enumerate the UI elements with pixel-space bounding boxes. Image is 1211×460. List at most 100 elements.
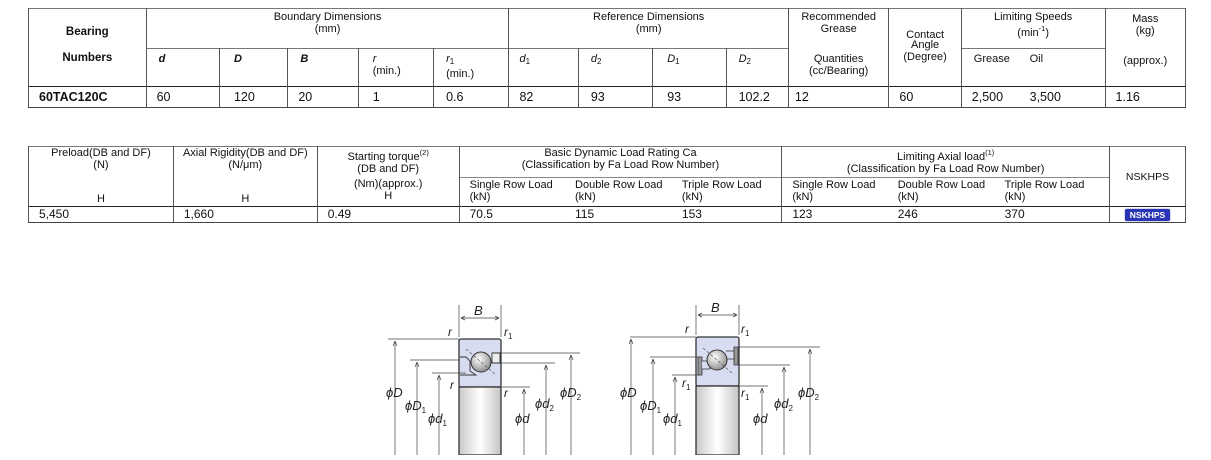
speeds-unit-post: ) xyxy=(1045,27,1050,39)
axial-single-unit: (kN) xyxy=(792,191,814,203)
dyn-single-unit: (kN) xyxy=(469,191,491,203)
contact-line1: Contact xyxy=(906,29,945,41)
axial-load-header: Limiting Axial load(1) (Classification b… xyxy=(781,146,1110,178)
ball xyxy=(706,349,728,371)
dyn-single-header: Single Row Load(kN) xyxy=(458,177,566,207)
mass-line2: (kg) xyxy=(1135,25,1155,37)
bearing-numbers-header: Bearing Numbers xyxy=(28,8,147,87)
label-r1-top: r1 xyxy=(504,325,513,341)
bearing-cross-section-right: B r r1 r1 r1 ϕD ϕD1 ϕd1 ϕd ϕd2 ϕD2 xyxy=(620,300,820,456)
cell-d: 60 xyxy=(145,86,220,108)
boundary-unit: (mm) xyxy=(314,23,341,35)
cell-preload: 5,450 xyxy=(28,206,174,223)
col-speed-oil-header: Oil xyxy=(1029,53,1044,65)
grease-line3: Quantities xyxy=(813,53,864,65)
contact-angle-header: Contact Angle (Degree) xyxy=(888,8,962,87)
cell-bearing-number: 60TAC120C xyxy=(28,86,147,108)
bearing-cross-section-left: B r r1 r r ϕD ϕD1 ϕd1 ϕd ϕd xyxy=(386,303,582,456)
bearing-bore xyxy=(458,386,502,456)
mass-header: Mass (kg) (approx.) xyxy=(1104,8,1187,87)
torque-class: H xyxy=(384,190,393,202)
cell-nskhps: NSKHPS xyxy=(1109,206,1186,223)
rigidity-class: H xyxy=(241,193,250,205)
cell-dyn-double: 115 xyxy=(565,206,672,223)
rigidity-title: Axial Rigidity(DB and DF) xyxy=(182,147,308,159)
cell-d1: 82 xyxy=(508,86,579,108)
boundary-title: Boundary Dimensions xyxy=(273,11,382,23)
label-r1-inner: r1 xyxy=(682,376,691,392)
col-D2-header: D2 xyxy=(725,48,789,87)
dim-arrows xyxy=(628,338,813,455)
axial-double-header: Double Row Load(kN) xyxy=(888,178,995,207)
contact-line3: (Degree) xyxy=(903,51,947,63)
label-phid2: ϕd2 xyxy=(535,396,554,413)
label-phiD2: ϕD2 xyxy=(560,385,582,402)
speeds-unit-pre: (min xyxy=(1017,27,1039,39)
contact-line2: Angle xyxy=(911,39,940,51)
reference-unit: (mm) xyxy=(635,23,662,35)
label-r1-top: r1 xyxy=(741,322,750,338)
bearing-performance-table: Preload(DB and DF) (N) H Axial Rigidity(… xyxy=(28,146,1186,223)
boundary-dimensions-header: Boundary Dimensions (mm) xyxy=(145,8,509,49)
cell-axial-rigidity: 1,660 xyxy=(172,206,318,223)
axial-double-label: Double Row Load xyxy=(897,179,986,191)
label-phid1: ϕd1 xyxy=(428,411,447,428)
mass-line1: Mass xyxy=(1132,13,1159,25)
label-phid: ϕd xyxy=(753,411,768,426)
cell-contact-angle: 60 xyxy=(888,86,962,108)
reference-title: Reference Dimensions xyxy=(593,11,705,23)
nskhps-header: NSKHPS xyxy=(1109,146,1186,207)
label-r-bore: r xyxy=(504,386,509,400)
cell-axial-double: 246 xyxy=(887,206,995,223)
col-r-label: r xyxy=(372,53,377,65)
inner-race xyxy=(460,356,478,376)
col-B-header: B xyxy=(287,48,359,87)
dyn-triple-header: Triple Row Load(kN) xyxy=(672,178,782,207)
bearing-header-line2: Numbers xyxy=(62,52,113,64)
cell-speed-oil: 3,500 xyxy=(1029,86,1106,108)
contact-line xyxy=(702,347,733,374)
axial-double-unit: (kN) xyxy=(897,191,919,203)
col-r1-header: r1 (min.) xyxy=(433,48,509,87)
label-phiD1: ϕD1 xyxy=(640,398,662,415)
axial-title: Limiting Axial load(1) xyxy=(782,147,1109,163)
bearing-diagram-single-seal: B r r1 r r ϕD ϕD1 ϕd1 ϕd ϕd xyxy=(380,295,600,456)
speeds-unit-sup: -1 xyxy=(1038,24,1046,33)
dynamic-load-header: Basic Dynamic Load Rating Ca (Classifica… xyxy=(458,146,782,178)
torque-line2: (DB and DF) xyxy=(357,163,420,175)
starting-torque-header: Starting torque(2) (DB and DF) (Nm)(appr… xyxy=(316,146,460,207)
col-r1-base: r xyxy=(446,53,450,65)
label-r-inner: r xyxy=(450,378,455,392)
axial-single-label: Single Row Load xyxy=(792,179,876,191)
preload-title: Preload(DB and DF) xyxy=(51,147,151,159)
seal-right xyxy=(733,346,739,366)
dynamic-sub: (Classification by Fa Load Row Number) xyxy=(521,159,720,171)
bearing-bore xyxy=(695,385,740,456)
axial-footnote: (1) xyxy=(985,148,995,157)
col-D2-sub: 2 xyxy=(746,57,751,66)
cell-axial-single: 123 xyxy=(781,206,888,223)
preload-class: H xyxy=(96,193,105,205)
contact-line xyxy=(465,348,497,376)
label-r-top: r xyxy=(685,322,690,336)
cell-axial-triple: 370 xyxy=(994,206,1110,223)
axial-triple-unit: (kN) xyxy=(1004,191,1026,203)
col-speed-grease-header: Grease xyxy=(960,48,1030,87)
grease-line4: (cc/Bearing) xyxy=(809,65,869,77)
col-r1-sub: 1 xyxy=(449,57,455,66)
cell-r1-min: 0.6 xyxy=(433,86,509,108)
torque-footnote: (2) xyxy=(419,148,429,157)
nskhps-badge[interactable]: NSKHPS xyxy=(1124,209,1171,221)
label-phiD: ϕD xyxy=(620,385,637,400)
dyn-double-unit: (kN) xyxy=(575,191,596,203)
col-r1-label: r1 xyxy=(446,53,508,68)
cell-r-min: 1 xyxy=(357,86,434,108)
grease-line1: Recommended xyxy=(801,11,876,23)
col-D1-base: D xyxy=(667,53,676,65)
axial-rigidity-header: Axial Rigidity(DB and DF) (N/μm) H xyxy=(172,146,318,207)
label-r1-bore: r1 xyxy=(741,386,750,402)
torque-title: Starting torque(2) xyxy=(318,147,459,163)
col-B-label: B xyxy=(300,53,309,65)
seal xyxy=(491,352,501,364)
cell-B: 20 xyxy=(287,86,359,108)
